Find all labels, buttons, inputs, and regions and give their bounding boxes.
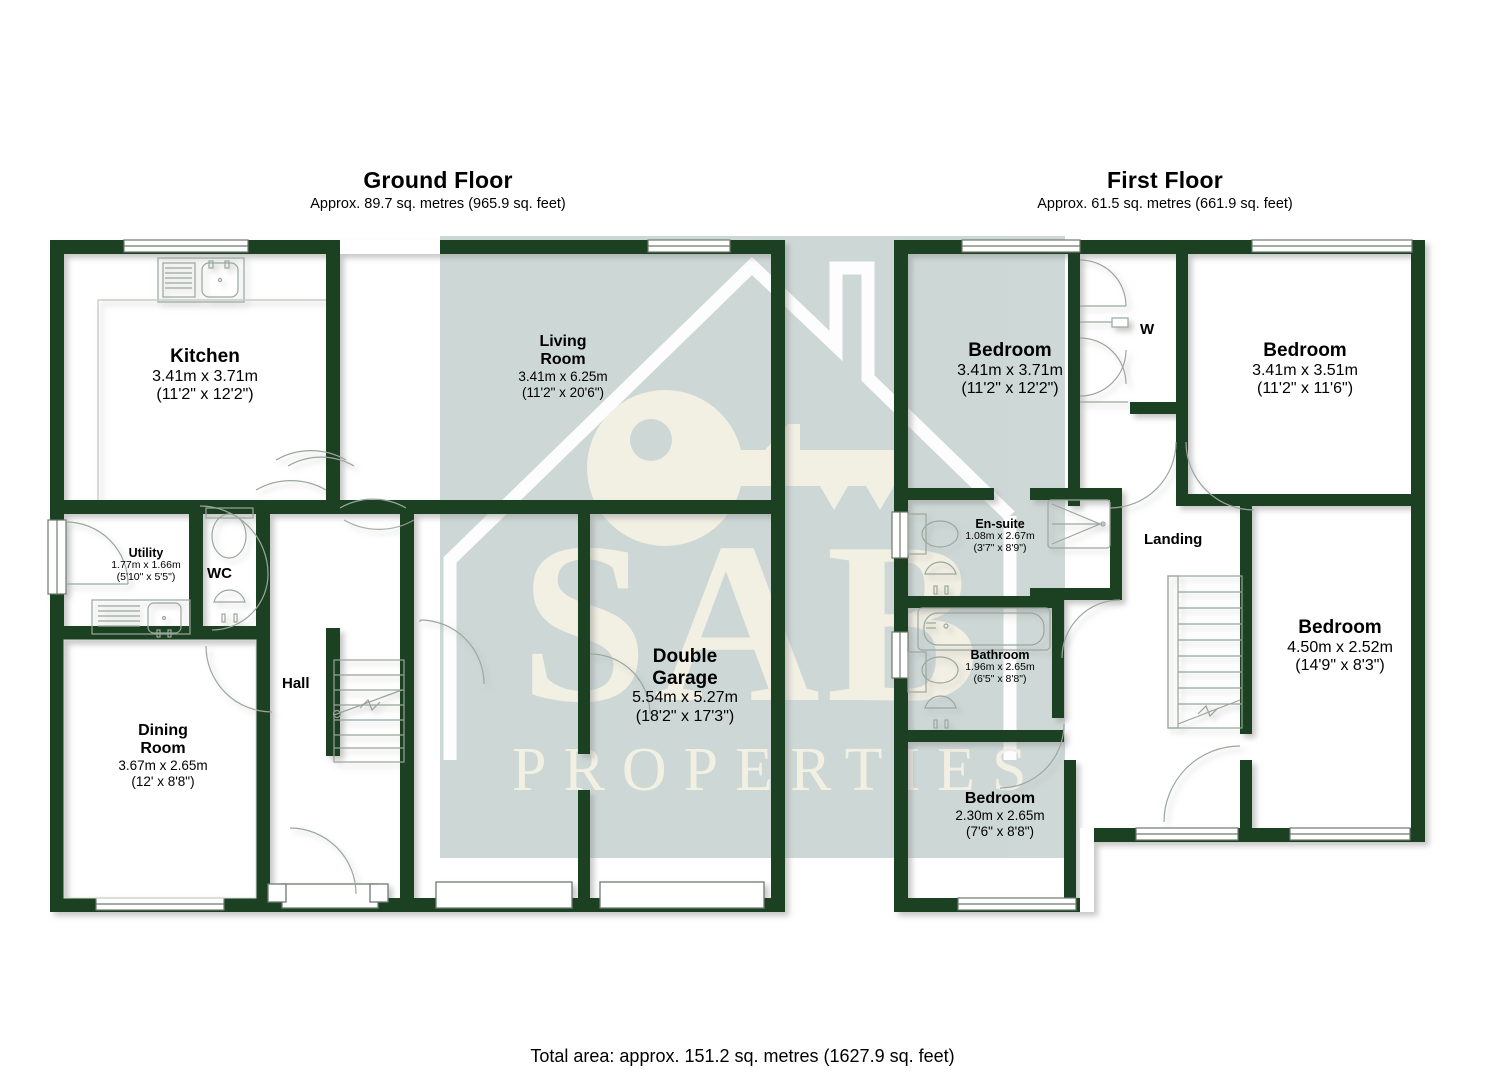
total-area-text: Total area: approx. 151.2 sq. metres (16… <box>530 1046 955 1066</box>
first-floor-stairs <box>1167 575 1243 729</box>
room-label-wc: WC <box>207 565 232 582</box>
windows-first <box>891 239 1413 911</box>
en-suite-fixtures-icon <box>907 499 1111 595</box>
first-floor-title: First Floor Approx. 61.5 sq. metres (661… <box>955 168 1375 213</box>
ground-floor-plan <box>47 239 785 912</box>
wardrobe-doors-icon <box>1079 259 1129 403</box>
wc-fixtures-icon <box>205 507 254 623</box>
front-door <box>267 883 389 909</box>
room-label-hall: Hall <box>282 675 310 692</box>
room-label-wardrobe: W <box>1140 321 1155 338</box>
kitchen-counter-outline <box>97 299 326 500</box>
utility-appliances-icon <box>91 599 191 638</box>
ground-floor-title: Ground Floor Approx. 89.7 sq. metres (96… <box>228 168 648 213</box>
first-floor-plan <box>891 239 1425 912</box>
room-label-landing: Landing <box>1144 531 1203 548</box>
watermark-tagline: PROPERTIES <box>512 736 1043 804</box>
shade-band <box>440 236 1065 858</box>
dining-room-outline <box>63 639 257 899</box>
first-floor-name: First Floor <box>1107 167 1223 193</box>
kitchen-sink-icon <box>157 257 245 303</box>
ground-stairs <box>332 659 405 763</box>
windows-ground <box>47 239 731 911</box>
door-swings-ground <box>65 450 651 895</box>
first-floor-area: Approx. 61.5 sq. metres (661.9 sq. feet) <box>1037 196 1293 213</box>
ground-floor-area: Approx. 89.7 sq. metres (965.9 sq. feet) <box>310 196 566 213</box>
bathroom-fixtures-icon <box>907 607 1051 729</box>
door-swings-first <box>999 441 1255 823</box>
ground-floor-name: Ground Floor <box>363 167 513 193</box>
garage-doors <box>435 881 765 909</box>
